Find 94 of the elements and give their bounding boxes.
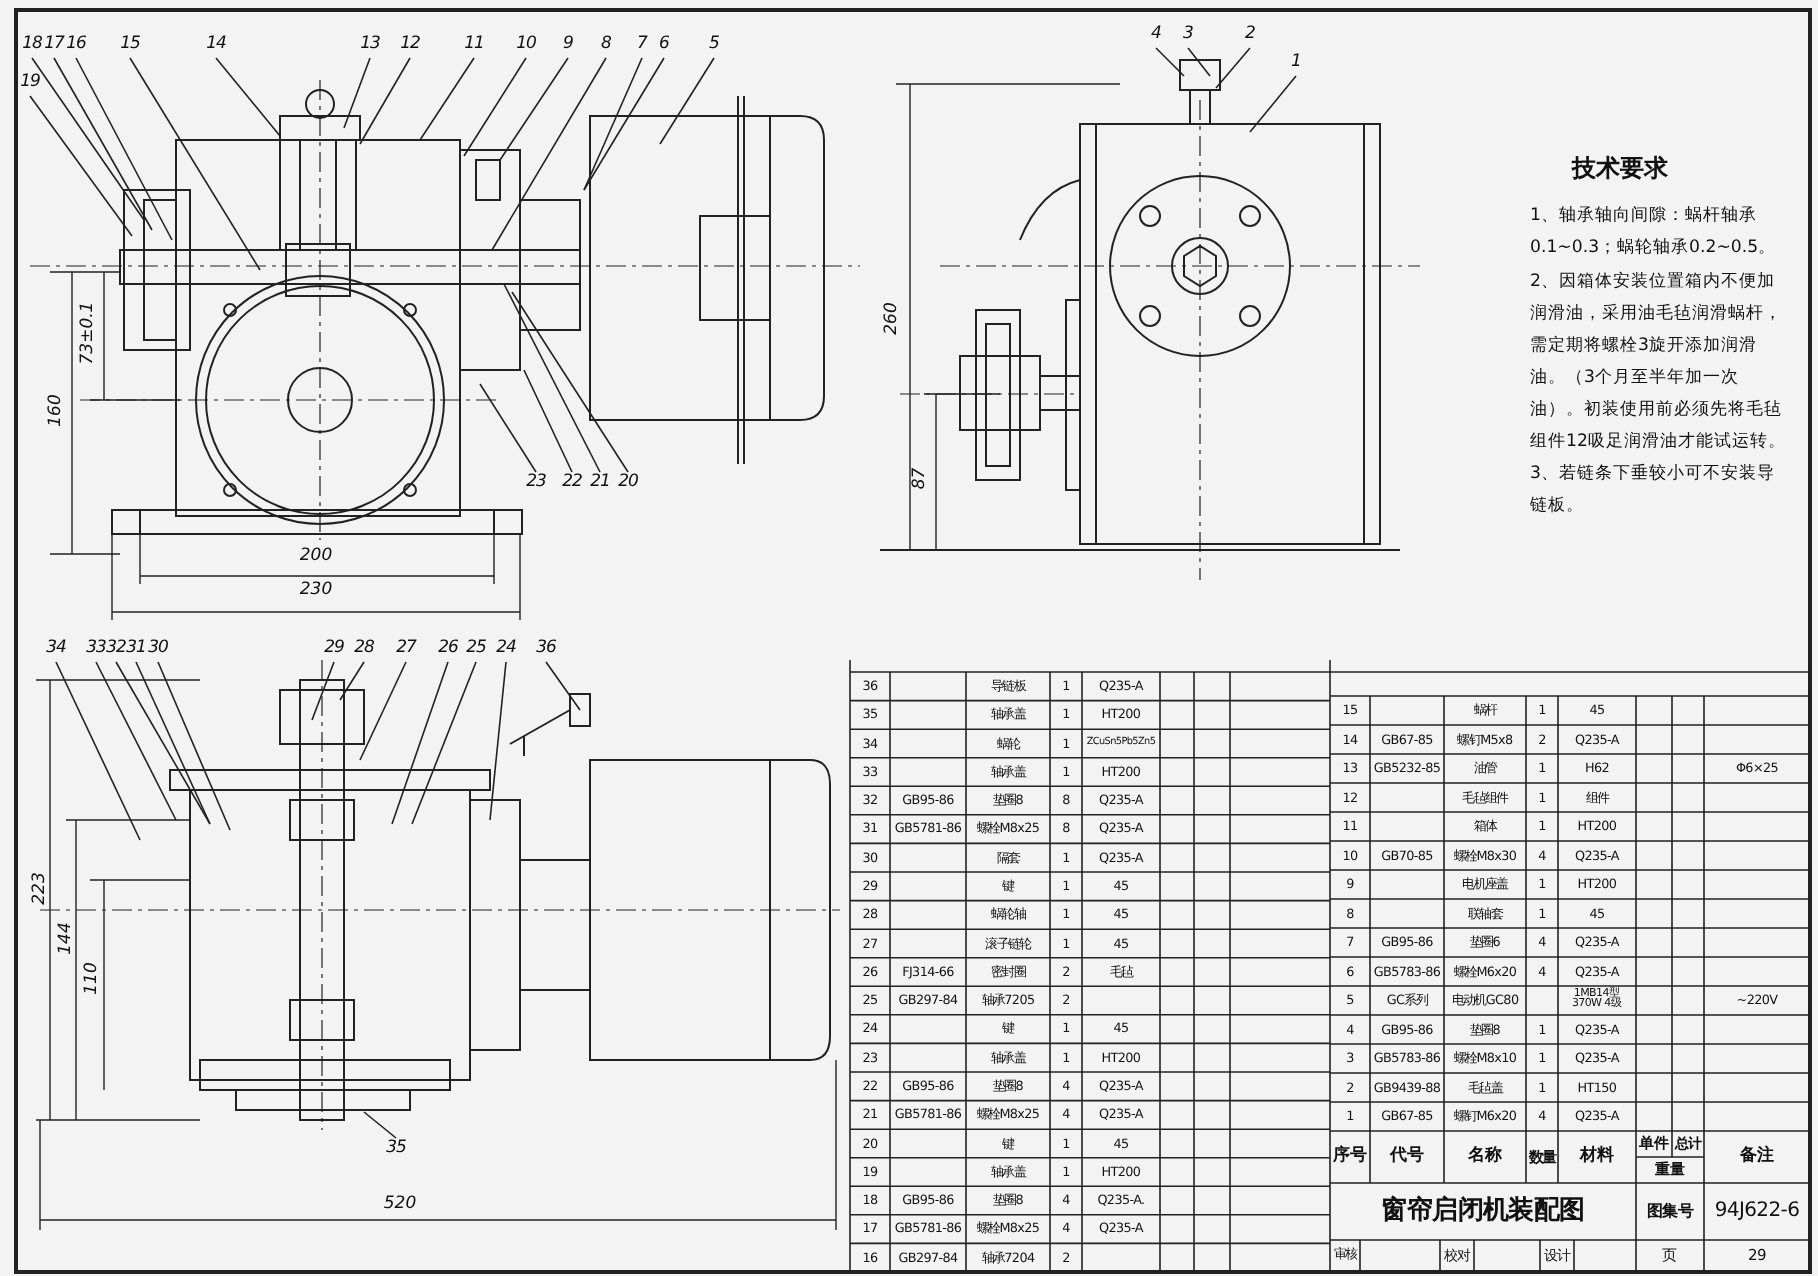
leader-line: [511, 291, 629, 473]
notes-heading: 技术要求: [1569, 156, 1670, 180]
callout-number: 28: [352, 640, 376, 657]
leader-line: [463, 57, 527, 157]
callout-number: 3: [1176, 26, 1200, 43]
table-header: 序号: [1332, 1143, 1368, 1171]
note-text: 2、因箱体安装位置箱内不便加润滑油，采用油毛毡润滑蜗杆，需定期将螺栓3旋开添加润滑油。（3个月至半年加一次油）。初装使用前必须先将毛毡组件12吸足润滑油才能试运转。: [1530, 269, 1788, 456]
callout-number: 15: [118, 36, 142, 53]
table-header: 名称: [1465, 1144, 1505, 1171]
callout-number: 24: [494, 640, 518, 657]
leader-line: [95, 661, 177, 821]
table-header: 材料: [1577, 1143, 1617, 1171]
dimension-value: 160: [47, 392, 65, 431]
callout-number: 23: [524, 474, 548, 491]
leader-line: [115, 661, 211, 825]
drawing-number: 94J622-6: [1712, 1197, 1802, 1226]
callout-number: 2: [1238, 26, 1262, 43]
leader-line: [359, 661, 407, 761]
dimension-value: 223: [31, 870, 49, 909]
leader-line: [583, 57, 665, 191]
callout-number: 7: [630, 36, 654, 53]
callout-number: 29: [322, 640, 346, 657]
dimension-value: 110: [83, 960, 101, 999]
leader-line: [391, 661, 449, 825]
leader-line: [55, 661, 141, 841]
callout-number: 4: [1144, 26, 1168, 43]
callout-number: 34: [44, 640, 68, 657]
dimension-value: 200: [297, 548, 335, 565]
callout-number: 26: [436, 640, 460, 657]
callout-number: 5: [702, 36, 726, 53]
leader-line: [1155, 47, 1185, 77]
note-text: 1、轴承轴向间隙：蜗杆轴承0.1~0.3；蜗轮轴承0.2~0.5。: [1530, 204, 1779, 262]
dimension-value: 520: [381, 1196, 419, 1213]
leader-line: [343, 57, 371, 129]
leader-line: [489, 661, 507, 821]
dimension-value: 144: [57, 920, 75, 959]
callout-number: 1: [1284, 54, 1308, 71]
leader-line: [1215, 47, 1251, 89]
leader-line: [659, 57, 715, 145]
leader-line: [545, 661, 581, 711]
callout-number: 10: [514, 36, 538, 53]
leader-line: [1187, 47, 1211, 77]
callout-number: 16: [64, 36, 88, 53]
leader-line: [491, 57, 607, 251]
drawing-title: 窗帘启闭机装配图: [1379, 1193, 1587, 1231]
leader-line: [419, 57, 475, 141]
callout-number: 8: [594, 36, 618, 53]
table-header: 代号: [1387, 1144, 1427, 1171]
callout-number: 18: [20, 36, 44, 53]
callout-number: 25: [464, 640, 488, 657]
leader-line: [583, 57, 643, 191]
leader-line: [1249, 75, 1297, 133]
title-block-text: 图集号: [1644, 1199, 1696, 1224]
callout-number: 9: [556, 36, 580, 53]
callout-number: 33: [84, 640, 108, 657]
callout-number: 32: [104, 640, 128, 657]
callout-number: 27: [394, 640, 418, 657]
leader-line: [503, 283, 601, 473]
note-text: 3、若链条下垂较小可不安装导链板。: [1530, 461, 1777, 520]
dimension-value: 87: [911, 465, 929, 494]
leader-line: [215, 57, 281, 137]
callout-number: 11: [462, 36, 486, 53]
callout-number: 36: [534, 640, 558, 657]
callout-number: 17: [42, 36, 66, 53]
callout-number: 13: [358, 36, 382, 53]
leader-line: [363, 1111, 397, 1139]
leader-line: [129, 57, 261, 271]
callout-number: 21: [588, 474, 612, 491]
callout-number: 19: [18, 74, 42, 91]
callout-number: 31: [124, 640, 148, 657]
callout-number: 35: [384, 1140, 408, 1157]
leader-line: [75, 57, 173, 241]
leader-line: [31, 57, 145, 221]
dimension-value: 73±0.1: [79, 304, 97, 365]
callout-number: 6: [652, 36, 676, 53]
leader-line: [411, 661, 477, 825]
table-header: 备注: [1737, 1143, 1777, 1171]
leader-line: [523, 369, 573, 473]
dimension-value: 230: [297, 582, 335, 599]
leader-line: [499, 57, 569, 161]
leader-line: [157, 661, 231, 831]
callout-number: 30: [146, 640, 170, 657]
leader-line: [311, 661, 335, 721]
leader-line: [53, 57, 153, 231]
leader-line: [135, 661, 211, 825]
callout-number: 12: [398, 36, 422, 53]
leader-line: [479, 383, 537, 473]
leader-line: [359, 57, 411, 145]
leader-line: [29, 95, 133, 237]
callout-number: 14: [204, 36, 228, 53]
callout-number: 22: [560, 474, 584, 491]
leader-line: [339, 661, 365, 701]
callout-number: 20: [616, 474, 640, 491]
dimension-value: 260: [883, 300, 901, 339]
